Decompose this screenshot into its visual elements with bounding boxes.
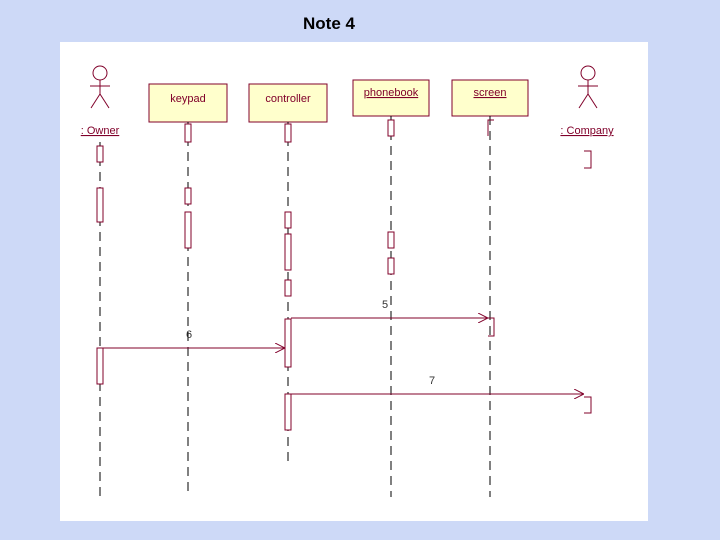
activation-controller-1 — [284, 123, 292, 143]
activation-keypad-2 — [184, 187, 192, 205]
object-screen-label: screen — [473, 87, 506, 99]
activation-controller-3 — [284, 233, 292, 271]
actor-owner-label: : Owner — [81, 125, 120, 137]
message-6-number: 6 — [186, 329, 192, 341]
activation-company-1 — [584, 150, 592, 169]
activation-owner-1 — [96, 145, 104, 163]
object-controller-label: controller — [265, 93, 311, 105]
activation-keypad-3 — [184, 211, 192, 249]
actor-company: : Company — [560, 65, 614, 137]
actor-owner: : Owner — [81, 65, 120, 137]
activation-owner-3 — [96, 347, 104, 385]
object-keypad-box — [148, 83, 228, 123]
object-screen-box — [451, 79, 529, 117]
activation-controller-5 — [284, 318, 292, 368]
activation-controller-4 — [284, 279, 292, 297]
slide-title: Note 4 — [303, 14, 355, 33]
object-phonebook-box — [352, 79, 430, 117]
actor-owner-figure — [90, 65, 110, 109]
activation-keypad-1 — [184, 123, 192, 143]
activation-company-2 — [584, 396, 592, 414]
message-5-number: 5 — [382, 299, 388, 311]
actor-company-figure — [578, 65, 598, 109]
sequence-diagram: : Owner : Company keypad controller phon… — [60, 42, 648, 521]
activation-screen-1 — [487, 119, 494, 136]
message-5: 5 — [291, 299, 488, 318]
object-keypad: keypad — [148, 83, 228, 123]
message-6: 6 — [103, 329, 285, 348]
activation-screen-2 — [488, 317, 495, 337]
activation-phonebook-3 — [387, 257, 395, 275]
message-7-number: 7 — [429, 375, 435, 387]
object-phonebook-label: phonebook — [364, 87, 419, 99]
activation-controller-2 — [284, 211, 292, 229]
activation-phonebook-2 — [387, 231, 395, 249]
activation-phonebook-1 — [387, 119, 395, 137]
activation-owner-2 — [96, 187, 104, 223]
activation-controller-6 — [284, 393, 292, 431]
object-screen: screen — [451, 79, 529, 117]
object-keypad-label: keypad — [170, 93, 205, 105]
message-7: 7 — [291, 375, 584, 394]
object-controller: controller — [248, 83, 328, 123]
object-phonebook: phonebook — [352, 79, 430, 117]
actor-company-label: : Company — [560, 125, 614, 137]
